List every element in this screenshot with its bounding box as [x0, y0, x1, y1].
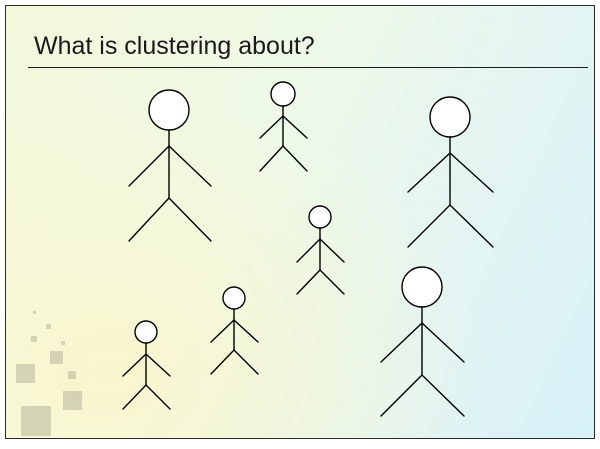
figure-large-2 — [407, 96, 494, 248]
slide: What is clustering about? — [5, 5, 595, 439]
title-underline — [28, 67, 588, 68]
decor-square — [21, 406, 51, 436]
figure-head — [222, 286, 246, 310]
decorative-squares — [16, 311, 82, 436]
decor-square — [68, 371, 76, 379]
figure-small-1 — [259, 81, 308, 172]
decor-square — [16, 364, 35, 383]
decor-square — [31, 336, 37, 342]
figure-head — [148, 89, 190, 131]
decor-square — [63, 391, 82, 410]
slide-title: What is clustering about? — [34, 32, 315, 60]
figure-head — [270, 81, 296, 107]
figure-small-3 — [210, 286, 259, 375]
figure-head — [308, 205, 332, 229]
figure-head — [429, 96, 471, 138]
decor-square — [46, 324, 51, 329]
stick-figures — [122, 81, 494, 417]
figure-head — [134, 320, 158, 344]
figure-large-3 — [380, 266, 465, 417]
decor-square — [61, 341, 65, 345]
figure-head — [401, 266, 443, 308]
figure-small-4 — [122, 320, 171, 410]
figure-large-1 — [128, 89, 212, 242]
decor-square — [50, 351, 63, 364]
figure-small-2 — [296, 205, 345, 295]
decor-square — [33, 311, 36, 314]
